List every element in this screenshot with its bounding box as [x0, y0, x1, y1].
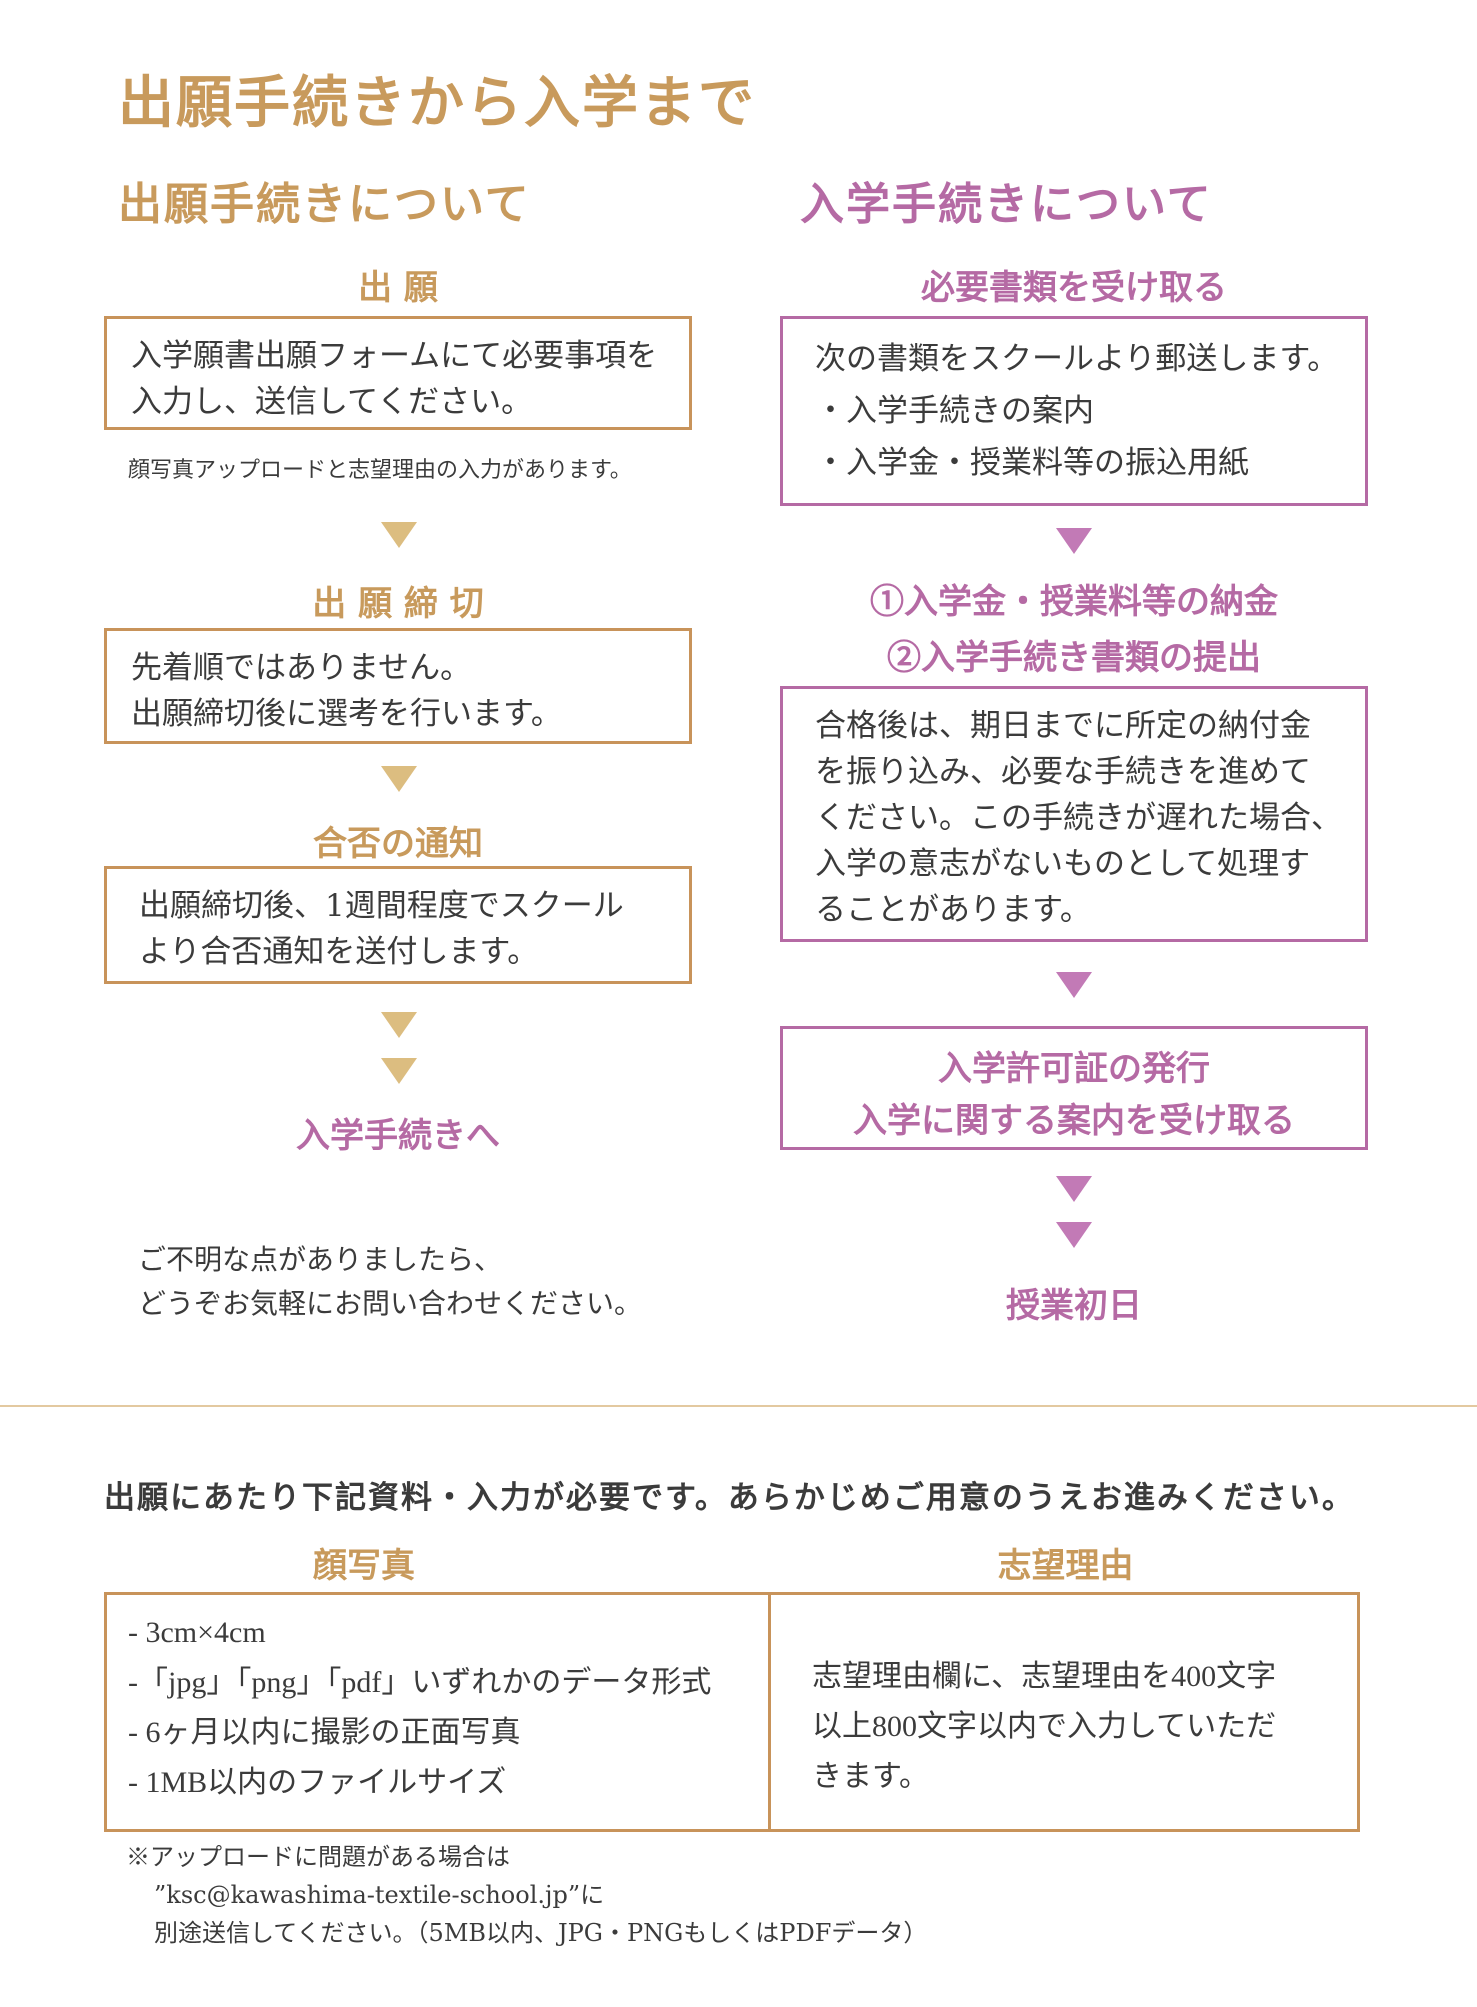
- photo-requirements: - 3cm×4cm -「jpg」「png」「pdf」いずれかのデータ形式 - 6…: [128, 1608, 711, 1808]
- right-step2-line: を振り込み、必要な手続きを進めて: [815, 754, 1311, 790]
- right-step3-line: 入学に関する案内を受け取る: [853, 1101, 1295, 1141]
- footnote: ※アップロードに問題がある場合は ”ksc@kawashima-textile-…: [126, 1838, 927, 1952]
- requirements-heading: 出願にあたり下記資料・入力が必要です。あらかじめご用意のうえお進みください。: [104, 1480, 1355, 1516]
- contact-line: ご不明な点がありましたら、: [138, 1243, 503, 1276]
- right-step1-line: 次の書類をスクールより郵送します。: [815, 341, 1339, 377]
- right-final-step: 授業初日: [1006, 1286, 1142, 1326]
- left-step3-title: 合否の通知: [313, 824, 483, 864]
- photo-title: 顔写真: [313, 1546, 415, 1586]
- right-step2-line: ることがあります。: [815, 892, 1091, 928]
- left-step2-line: 出願締切後に選考を行います。: [131, 696, 562, 732]
- down-arrow-icon: [381, 1012, 417, 1038]
- left-step2-box: 先着順ではありません。 出願締切後に選考を行います。: [104, 628, 692, 744]
- down-arrow-icon: [381, 1058, 417, 1084]
- left-step1-line: 入学願書出願フォームにて必要事項を: [131, 338, 658, 374]
- right-step2-title-line: ①入学金・授業料等の納金: [870, 582, 1278, 622]
- down-arrow-icon: [1056, 1176, 1092, 1202]
- right-step2-title-line: ②入学手続き書類の提出: [887, 638, 1261, 678]
- left-step3-line: 出願締切後、1週間程度でスクール: [139, 888, 624, 924]
- photo-item: - 6ヶ月以内に撮影の正面写真: [128, 1716, 521, 1749]
- reason-line: 以上800文字以内で入力していただ: [812, 1710, 1277, 1743]
- right-step1-title: 必要書類を受け取る: [921, 268, 1227, 308]
- down-arrow-icon: [381, 522, 417, 548]
- photo-item: - 1MB以内のファイルサイズ: [128, 1766, 507, 1799]
- right-step1-item: ・入学金・授業料等の振込用紙: [815, 445, 1249, 481]
- reason-title: 志望理由: [997, 1546, 1134, 1586]
- right-step2-box: 合格後は、期日までに所定の納付金 を振り込み、必要な手続きを進めて ください。こ…: [780, 686, 1368, 942]
- left-contact: ご不明な点がありましたら、 どうぞお気軽にお問い合わせください。: [138, 1238, 642, 1326]
- reason-line: 志望理由欄に、志望理由を400文字: [812, 1660, 1277, 1693]
- page-title: 出願手続きから入学まで: [118, 70, 756, 136]
- right-step1-box: 次の書類をスクールより郵送します。 ・入学手続きの案内 ・入学金・授業料等の振込…: [780, 316, 1368, 506]
- right-heading: 入学手続きについて: [800, 179, 1213, 230]
- down-arrow-icon: [1056, 528, 1092, 554]
- left-step1-note: 顔写真アップロードと志望理由の入力があります。: [128, 458, 632, 483]
- reason-requirements: 志望理由欄に、志望理由を400文字 以上800文字以内で入力していただ きます。: [812, 1652, 1276, 1802]
- section-divider: [0, 1405, 1477, 1407]
- down-arrow-icon: [381, 766, 417, 792]
- left-heading: 出願手続きについて: [118, 179, 531, 230]
- footnote-line: ※アップロードに問題がある場合は: [126, 1843, 510, 1871]
- down-arrow-icon: [1056, 1222, 1092, 1248]
- reason-line: きます。: [812, 1760, 929, 1793]
- left-step1-box: 入学願書出願フォームにて必要事項を 入力し、送信してください。: [104, 316, 692, 430]
- left-step2-title: 出 願 締 切: [312, 584, 484, 624]
- right-step3-box: 入学許可証の発行 入学に関する案内を受け取る: [780, 1026, 1368, 1150]
- photo-item: -「jpg」「png」「pdf」いずれかのデータ形式: [128, 1666, 712, 1699]
- photo-item: - 3cm×4cm: [128, 1616, 266, 1649]
- right-step1-item: ・入学手続きの案内: [815, 393, 1094, 429]
- left-step3-box: 出願締切後、1週間程度でスクール より合否通知を送付します。: [104, 866, 692, 984]
- right-step2-line: 入学の意志がないものとして処理す: [815, 846, 1311, 882]
- right-step3-line: 入学許可証の発行: [938, 1049, 1210, 1089]
- left-step3-line: より合否通知を送付します。: [139, 934, 539, 970]
- left-step1-line: 入力し、送信してください。: [131, 384, 533, 420]
- right-step2-line: ください。この手続きが遅れた場合、: [815, 800, 1342, 836]
- right-step2-title: ①入学金・授業料等の納金 ②入学手続き書類の提出: [780, 574, 1368, 686]
- requirements-table: [104, 1592, 1360, 1832]
- footnote-email: ”ksc@kawashima-textile-school.jp”に: [154, 1881, 605, 1909]
- contact-line: どうぞお気軽にお問い合わせください。: [138, 1287, 643, 1320]
- left-step2-line: 先着順ではありません。: [131, 650, 472, 686]
- left-step1-title: 出 願: [358, 268, 438, 308]
- down-arrow-icon: [1056, 972, 1092, 998]
- right-step2-line: 合格後は、期日までに所定の納付金: [815, 708, 1311, 744]
- left-next-step: 入学手続きへ: [296, 1116, 500, 1156]
- footnote-line: 別途送信してください。（5MB以内、JPG・PNGもしくはPDFデータ）: [154, 1919, 928, 1947]
- table-column-divider: [768, 1592, 771, 1832]
